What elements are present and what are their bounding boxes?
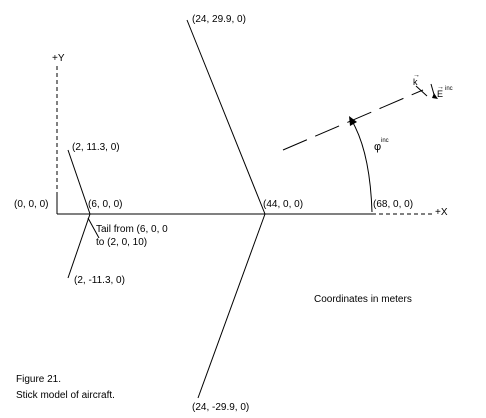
- label-wing-root: (44, 0, 0): [263, 199, 303, 210]
- wing-upper: [186, 19, 266, 215]
- y-axis-label: +Y: [52, 53, 65, 64]
- label-tail-top: (2, 11.3, 0): [72, 142, 120, 153]
- tail-upper: [67, 149, 91, 215]
- wing-lower: [197, 213, 266, 399]
- label-wing-bottom: (24, -29.9, 0): [192, 402, 249, 413]
- tail-lower: [67, 213, 91, 279]
- caption-line2: Stick model of aircraft.: [16, 390, 115, 401]
- e-vector-superscript: inc: [445, 86, 453, 92]
- tail-note-line2: to (2, 0, 10): [96, 237, 147, 248]
- phi-arc-arrowhead: [349, 116, 357, 126]
- label-origin: (0, 0, 0): [14, 199, 48, 210]
- caption-line1: Figure 21.: [16, 374, 61, 385]
- k-vector-overarrow: →: [413, 72, 420, 79]
- label-wing-top: (24, 29.9, 0): [192, 14, 246, 25]
- phi-angle-arc: [351, 120, 373, 213]
- e-vector-arrowhead: [432, 93, 438, 99]
- e-vector-symbol: E: [437, 89, 443, 99]
- coordinates-note: Coordinates in meters: [314, 294, 412, 305]
- label-nose: (68, 0, 0): [373, 199, 413, 210]
- e-vector-overarrow: →: [437, 84, 444, 91]
- phi-superscript: inc: [381, 138, 389, 144]
- tail-note-line1: Tail from (6, 0, 0: [96, 224, 168, 235]
- k-vector-symbol: k: [413, 77, 418, 87]
- tail-leader-line: [87, 217, 100, 239]
- phi-symbol: φ: [374, 141, 381, 153]
- k-vector-arrow: [415, 85, 428, 97]
- label-tail-root: (6, 0, 0): [88, 199, 122, 210]
- label-tail-bottom: (2, -11.3, 0): [74, 275, 125, 286]
- x-axis-label: +X: [435, 207, 448, 218]
